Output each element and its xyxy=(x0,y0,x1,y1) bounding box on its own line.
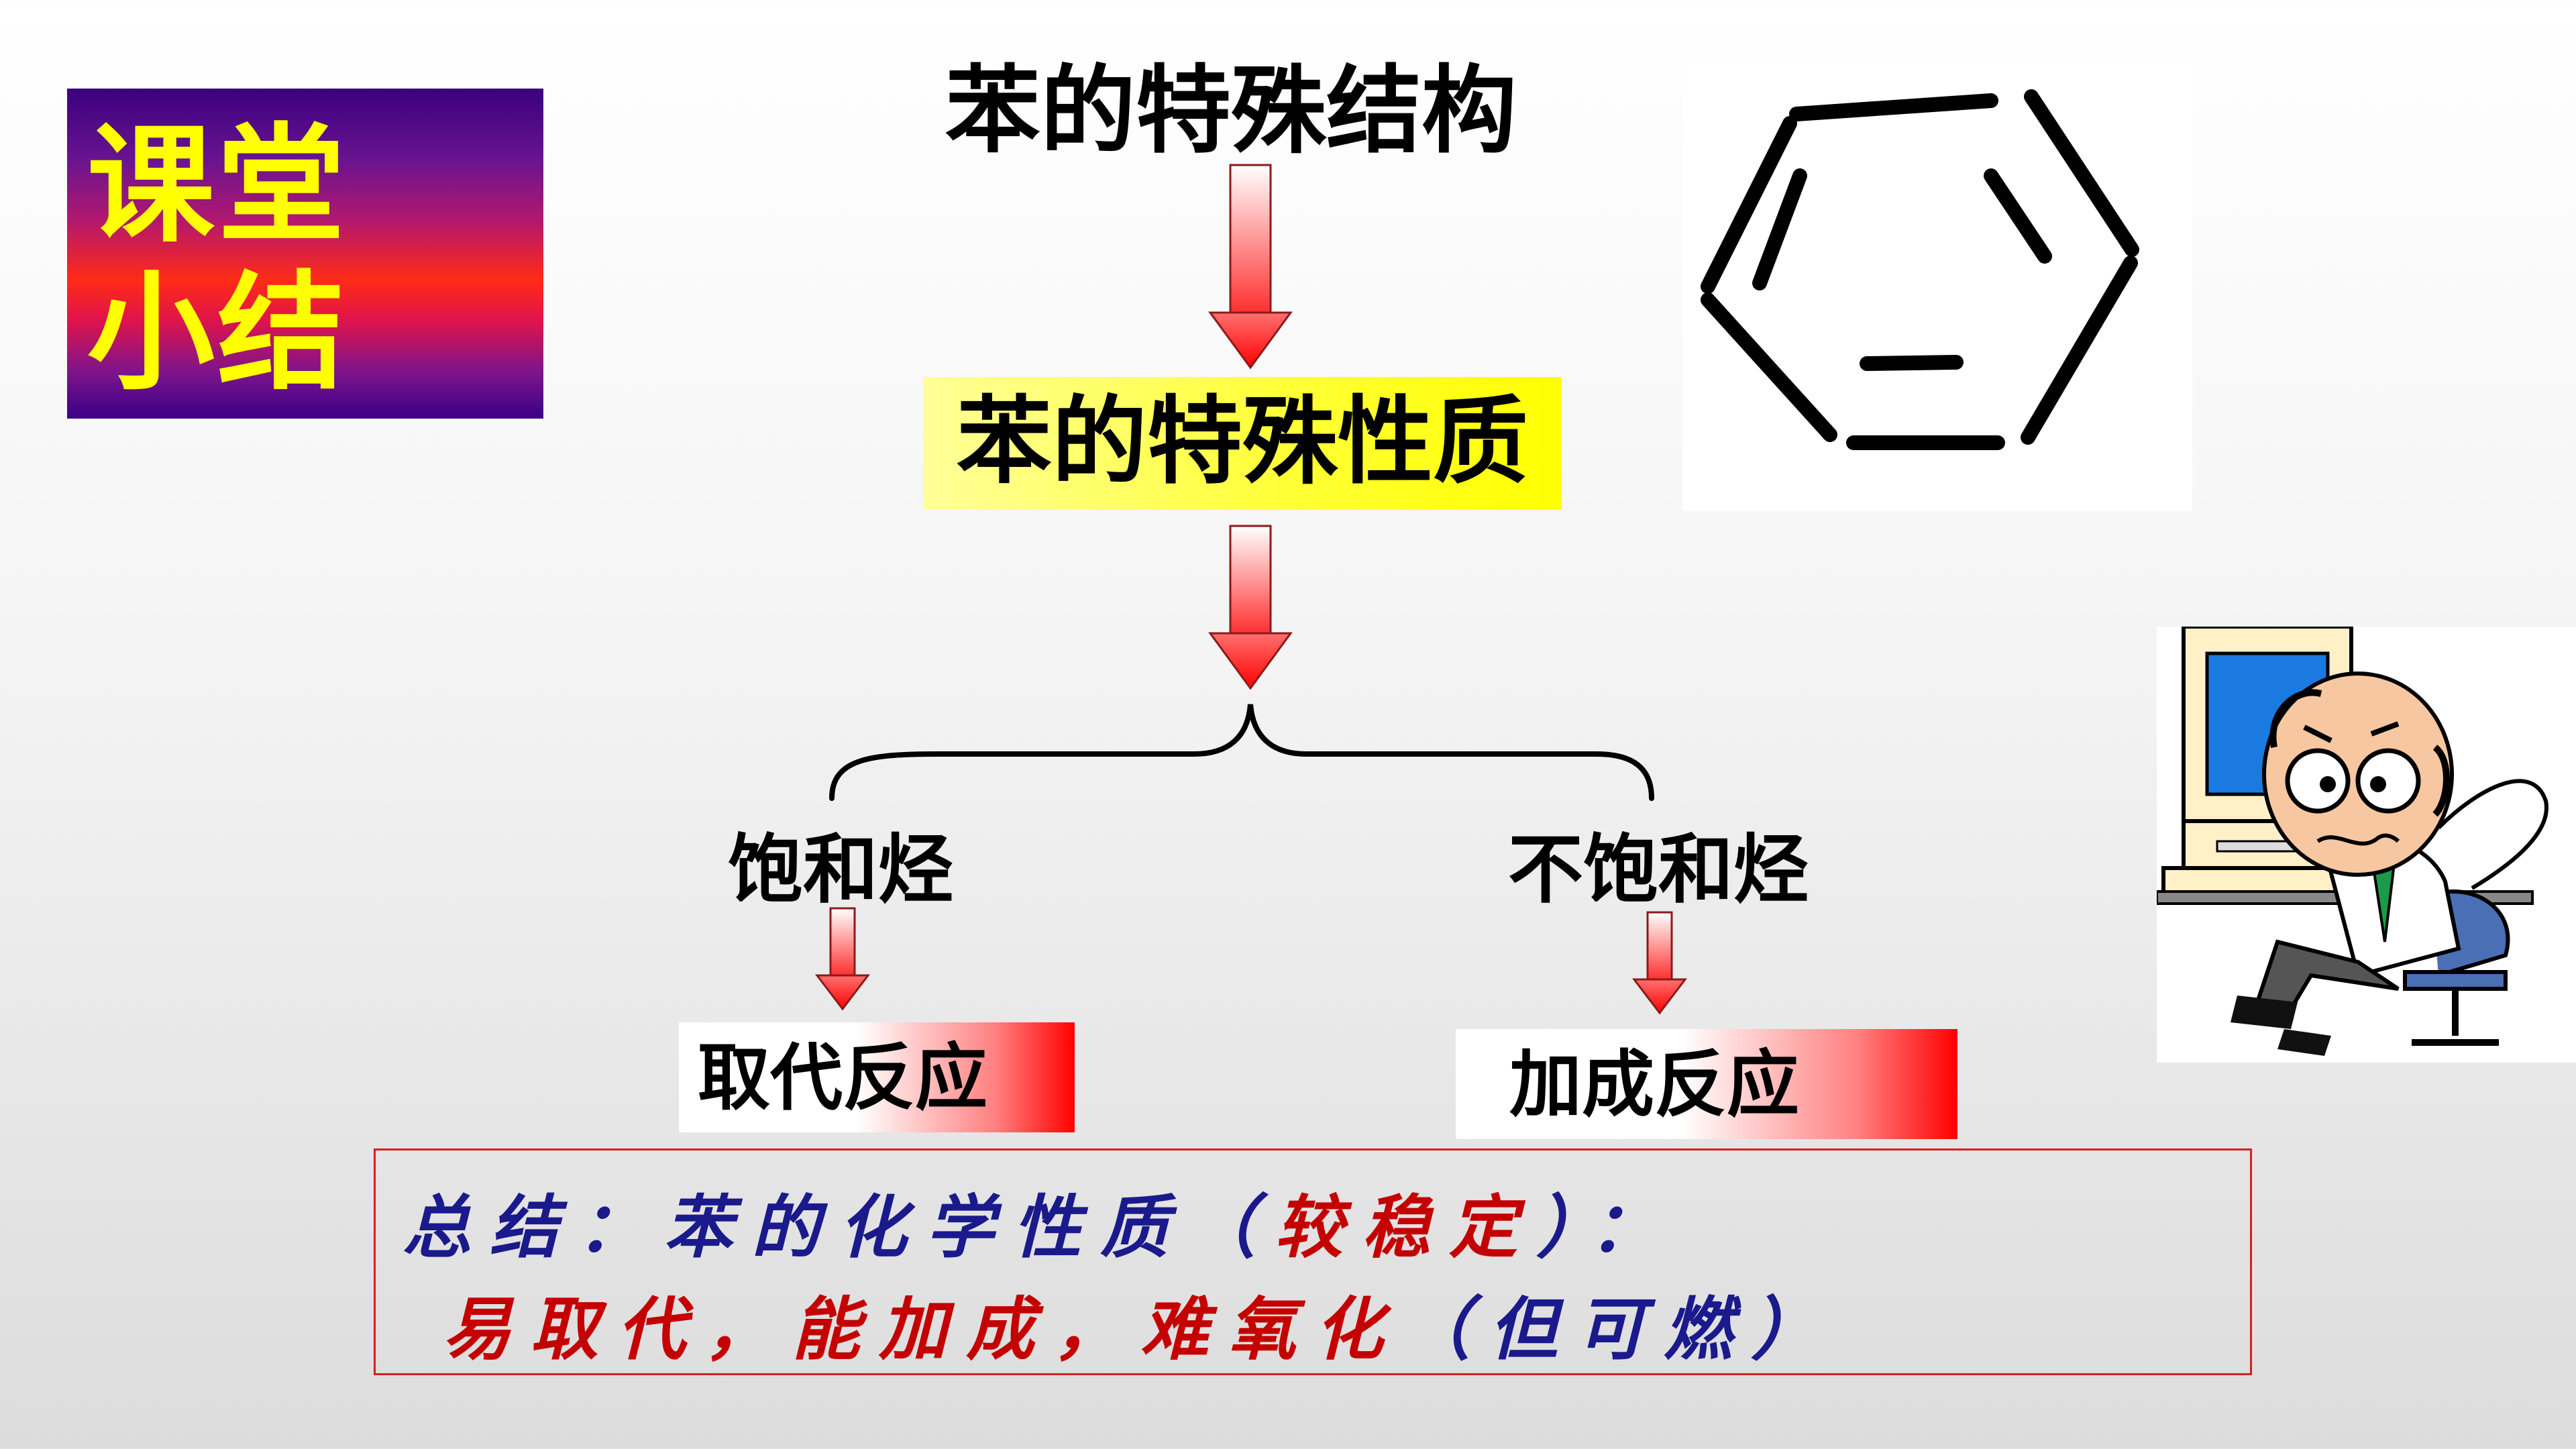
down-arrow-icon xyxy=(1208,164,1293,370)
summary-highlight: 较稳定 xyxy=(1275,1187,1536,1268)
summary-line1: 总结：苯的化学性质（较稳定）： xyxy=(402,1173,1676,1271)
summary-box xyxy=(374,1148,2252,1375)
summary-properties: 易取代，能加成，难氧化 xyxy=(443,1289,1402,1370)
down-arrow-icon xyxy=(814,907,871,1011)
addition-reaction-box xyxy=(1456,1029,1957,1139)
lesson-summary-badge: 课堂 小结 xyxy=(67,89,543,419)
unsaturated-hydrocarbon-label: 不饱和烃 xyxy=(1508,826,1809,914)
cartoon-panel xyxy=(2155,625,2576,1063)
badge-line1: 课堂 xyxy=(87,111,348,260)
summary-note: （但可燃） xyxy=(1402,1289,1838,1370)
saturated-hydrocarbon-label: 饱和烃 xyxy=(728,826,953,914)
special-properties-highlight xyxy=(923,377,1562,510)
benzene-ring-icon xyxy=(1701,89,2139,450)
down-arrow-icon xyxy=(1631,911,1688,1015)
substitution-reaction-label: 取代反应 xyxy=(698,1036,988,1120)
substitution-reaction-box xyxy=(679,1022,1075,1132)
benzene-ring-panel xyxy=(1682,62,2192,511)
summary-line2: 易取代，能加成，难氧化（但可燃） xyxy=(443,1275,1838,1373)
summary-prefix: 总结：苯的化学性质（ xyxy=(402,1187,1275,1268)
brace-icon xyxy=(829,704,1654,801)
special-properties-title: 苯的特殊性质 xyxy=(957,386,1528,497)
summary-suffix: ）： xyxy=(1536,1187,1676,1268)
thinking-man-computer-icon xyxy=(2155,625,2548,1056)
special-structure-title: 苯的特殊结构 xyxy=(945,56,1517,166)
down-arrow-icon xyxy=(1208,525,1293,690)
badge-line2: 小结 xyxy=(87,259,348,407)
addition-reaction-label: 加成反应 xyxy=(1509,1043,1800,1127)
